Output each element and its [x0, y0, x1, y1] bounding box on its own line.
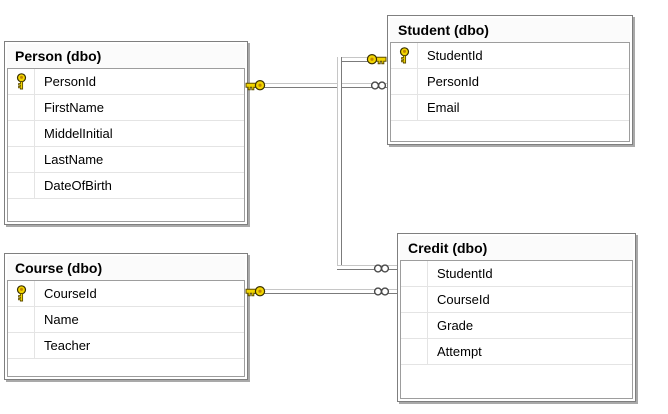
table-row-personid-fk[interactable]: PersonId: [391, 69, 629, 95]
table-row-grade[interactable]: Grade: [401, 313, 632, 339]
table-person-title[interactable]: Person (dbo): [7, 44, 245, 68]
column-name: MiddelInitial: [44, 126, 113, 141]
table-row-studentid[interactable]: StudentId: [391, 43, 629, 69]
table-student-grid: StudentId PersonId Email: [390, 42, 630, 142]
table-person[interactable]: Person (dbo) PersonId FirstName MiddelI: [4, 41, 248, 225]
column-name: LastName: [44, 152, 104, 167]
column-name: StudentId: [437, 266, 493, 281]
column-name: CourseId: [44, 286, 97, 301]
table-row-email[interactable]: Email: [391, 95, 629, 121]
column-icon-cell: [391, 95, 418, 120]
table-row-courseid-fk[interactable]: CourseId: [401, 287, 632, 313]
table-credit-title[interactable]: Credit (dbo): [400, 236, 633, 260]
column-name: Teacher: [44, 338, 91, 353]
table-row-name[interactable]: Name: [8, 307, 244, 333]
infinity-icon: [373, 263, 390, 274]
column-name: DateOfBirth: [44, 178, 112, 193]
column-icon-cell: [401, 313, 428, 338]
column-name: FirstName: [44, 100, 104, 115]
table-row-dateofbirth[interactable]: DateOfBirth: [8, 173, 244, 199]
table-row-firstname[interactable]: FirstName: [8, 95, 244, 121]
relationship-student-credit-line-bottom[interactable]: [337, 265, 397, 270]
key-icon: [245, 285, 266, 298]
primary-key-icon: [8, 69, 35, 94]
table-course[interactable]: Course (dbo) CourseId Name Teacher: [4, 253, 248, 380]
relationship-person-student-line[interactable]: [252, 83, 387, 88]
table-row-lastname[interactable]: LastName: [8, 147, 244, 173]
table-row-personid[interactable]: PersonId: [8, 69, 244, 95]
column-icon-cell: [401, 339, 428, 364]
primary-key-icon: [391, 43, 418, 68]
table-row-teacher[interactable]: Teacher: [8, 333, 244, 359]
column-icon-cell: [8, 333, 35, 358]
key-icon: [245, 79, 266, 92]
column-name: Attempt: [437, 344, 482, 359]
table-credit-grid: StudentId CourseId Grade Attempt: [400, 260, 633, 399]
table-credit[interactable]: Credit (dbo) StudentId CourseId Grade At…: [397, 233, 636, 402]
table-student-title[interactable]: Student (dbo): [390, 18, 630, 42]
column-icon-cell: [8, 173, 35, 198]
key-icon: [366, 53, 387, 66]
relationship-student-credit-line-vertical[interactable]: [337, 57, 342, 270]
column-name: StudentId: [427, 48, 483, 63]
column-name: PersonId: [44, 74, 97, 89]
column-icon-cell: [401, 287, 428, 312]
table-row-courseid[interactable]: CourseId: [8, 281, 244, 307]
column-icon-cell: [391, 69, 418, 94]
column-name: PersonId: [427, 74, 480, 89]
column-name: Name: [44, 312, 79, 327]
table-course-grid: CourseId Name Teacher: [7, 280, 245, 377]
table-person-grid: PersonId FirstName MiddelInitial LastNam…: [7, 68, 245, 222]
column-name: Grade: [437, 318, 474, 333]
relationship-course-credit-line[interactable]: [252, 289, 397, 294]
table-row-studentid-fk[interactable]: StudentId: [401, 261, 632, 287]
column-icon-cell: [8, 121, 35, 146]
table-row-middelinitial[interactable]: MiddelInitial: [8, 121, 244, 147]
column-icon-cell: [401, 261, 428, 286]
column-icon-cell: [8, 95, 35, 120]
column-name: CourseId: [437, 292, 490, 307]
column-icon-cell: [8, 147, 35, 172]
infinity-icon: [370, 80, 387, 91]
table-student[interactable]: Student (dbo) StudentId PersonId Email: [387, 15, 633, 145]
table-row-attempt[interactable]: Attempt: [401, 339, 632, 365]
infinity-icon: [373, 286, 390, 297]
column-icon-cell: [8, 307, 35, 332]
column-name: Email: [427, 100, 460, 115]
relationship-student-credit-line-top[interactable]: [337, 57, 372, 62]
table-course-title[interactable]: Course (dbo): [7, 256, 245, 280]
primary-key-icon: [8, 281, 35, 306]
